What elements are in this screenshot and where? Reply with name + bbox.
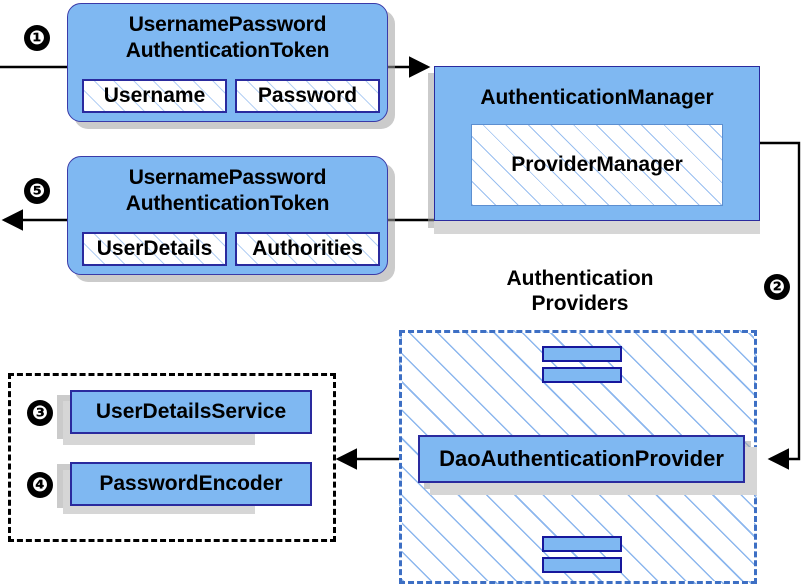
response-token-box[interactable]: UsernamePassword AuthenticationToken Use… [67, 156, 388, 275]
response-token-slot-userdetails[interactable]: UserDetails [82, 232, 227, 266]
request-token-title-line1: UsernamePassword [128, 13, 327, 36]
step-bullet-2: ❷ [764, 274, 790, 300]
dao-authentication-provider-box[interactable]: DaoAuthenticationProvider [418, 435, 745, 483]
provider-manager-box[interactable]: ProviderManager [471, 124, 723, 206]
response-token-title-line1: UsernamePassword [128, 166, 327, 189]
step-bullet-1: ❶ [24, 25, 50, 51]
authentication-providers-label-line1: Authentication [506, 267, 654, 290]
auth-manager-box[interactable]: AuthenticationManager ProviderManager [434, 66, 760, 221]
support-services-container [8, 373, 336, 542]
provider-stub-bottom-1[interactable] [542, 536, 622, 552]
provider-stub-bottom-2[interactable] [542, 557, 622, 573]
authentication-providers-label-line2: Providers [531, 292, 629, 315]
arrow-auth-manager-to-provider [760, 141, 801, 470]
request-token-slot-username[interactable]: Username [82, 79, 227, 113]
request-token-title-line2: AuthenticationToken [125, 39, 330, 62]
request-token-box[interactable]: UsernamePassword AuthenticationToken Use… [67, 3, 388, 122]
response-token-title-line2: AuthenticationToken [125, 192, 330, 215]
provider-stub-top-2[interactable] [542, 367, 622, 383]
response-token-slot-authorities[interactable]: Authorities [235, 232, 380, 266]
step-bullet-5: ❺ [24, 178, 50, 204]
step-bullet-3: ❸ [27, 400, 53, 426]
provider-stub-top-1[interactable] [542, 346, 622, 362]
request-token-slot-password[interactable]: Password [235, 79, 380, 113]
auth-manager-title: AuthenticationManager [480, 86, 714, 109]
user-details-service-box[interactable]: UserDetailsService [70, 390, 312, 434]
password-encoder-box[interactable]: PasswordEncoder [70, 462, 312, 506]
step-bullet-4: ❹ [27, 472, 53, 498]
